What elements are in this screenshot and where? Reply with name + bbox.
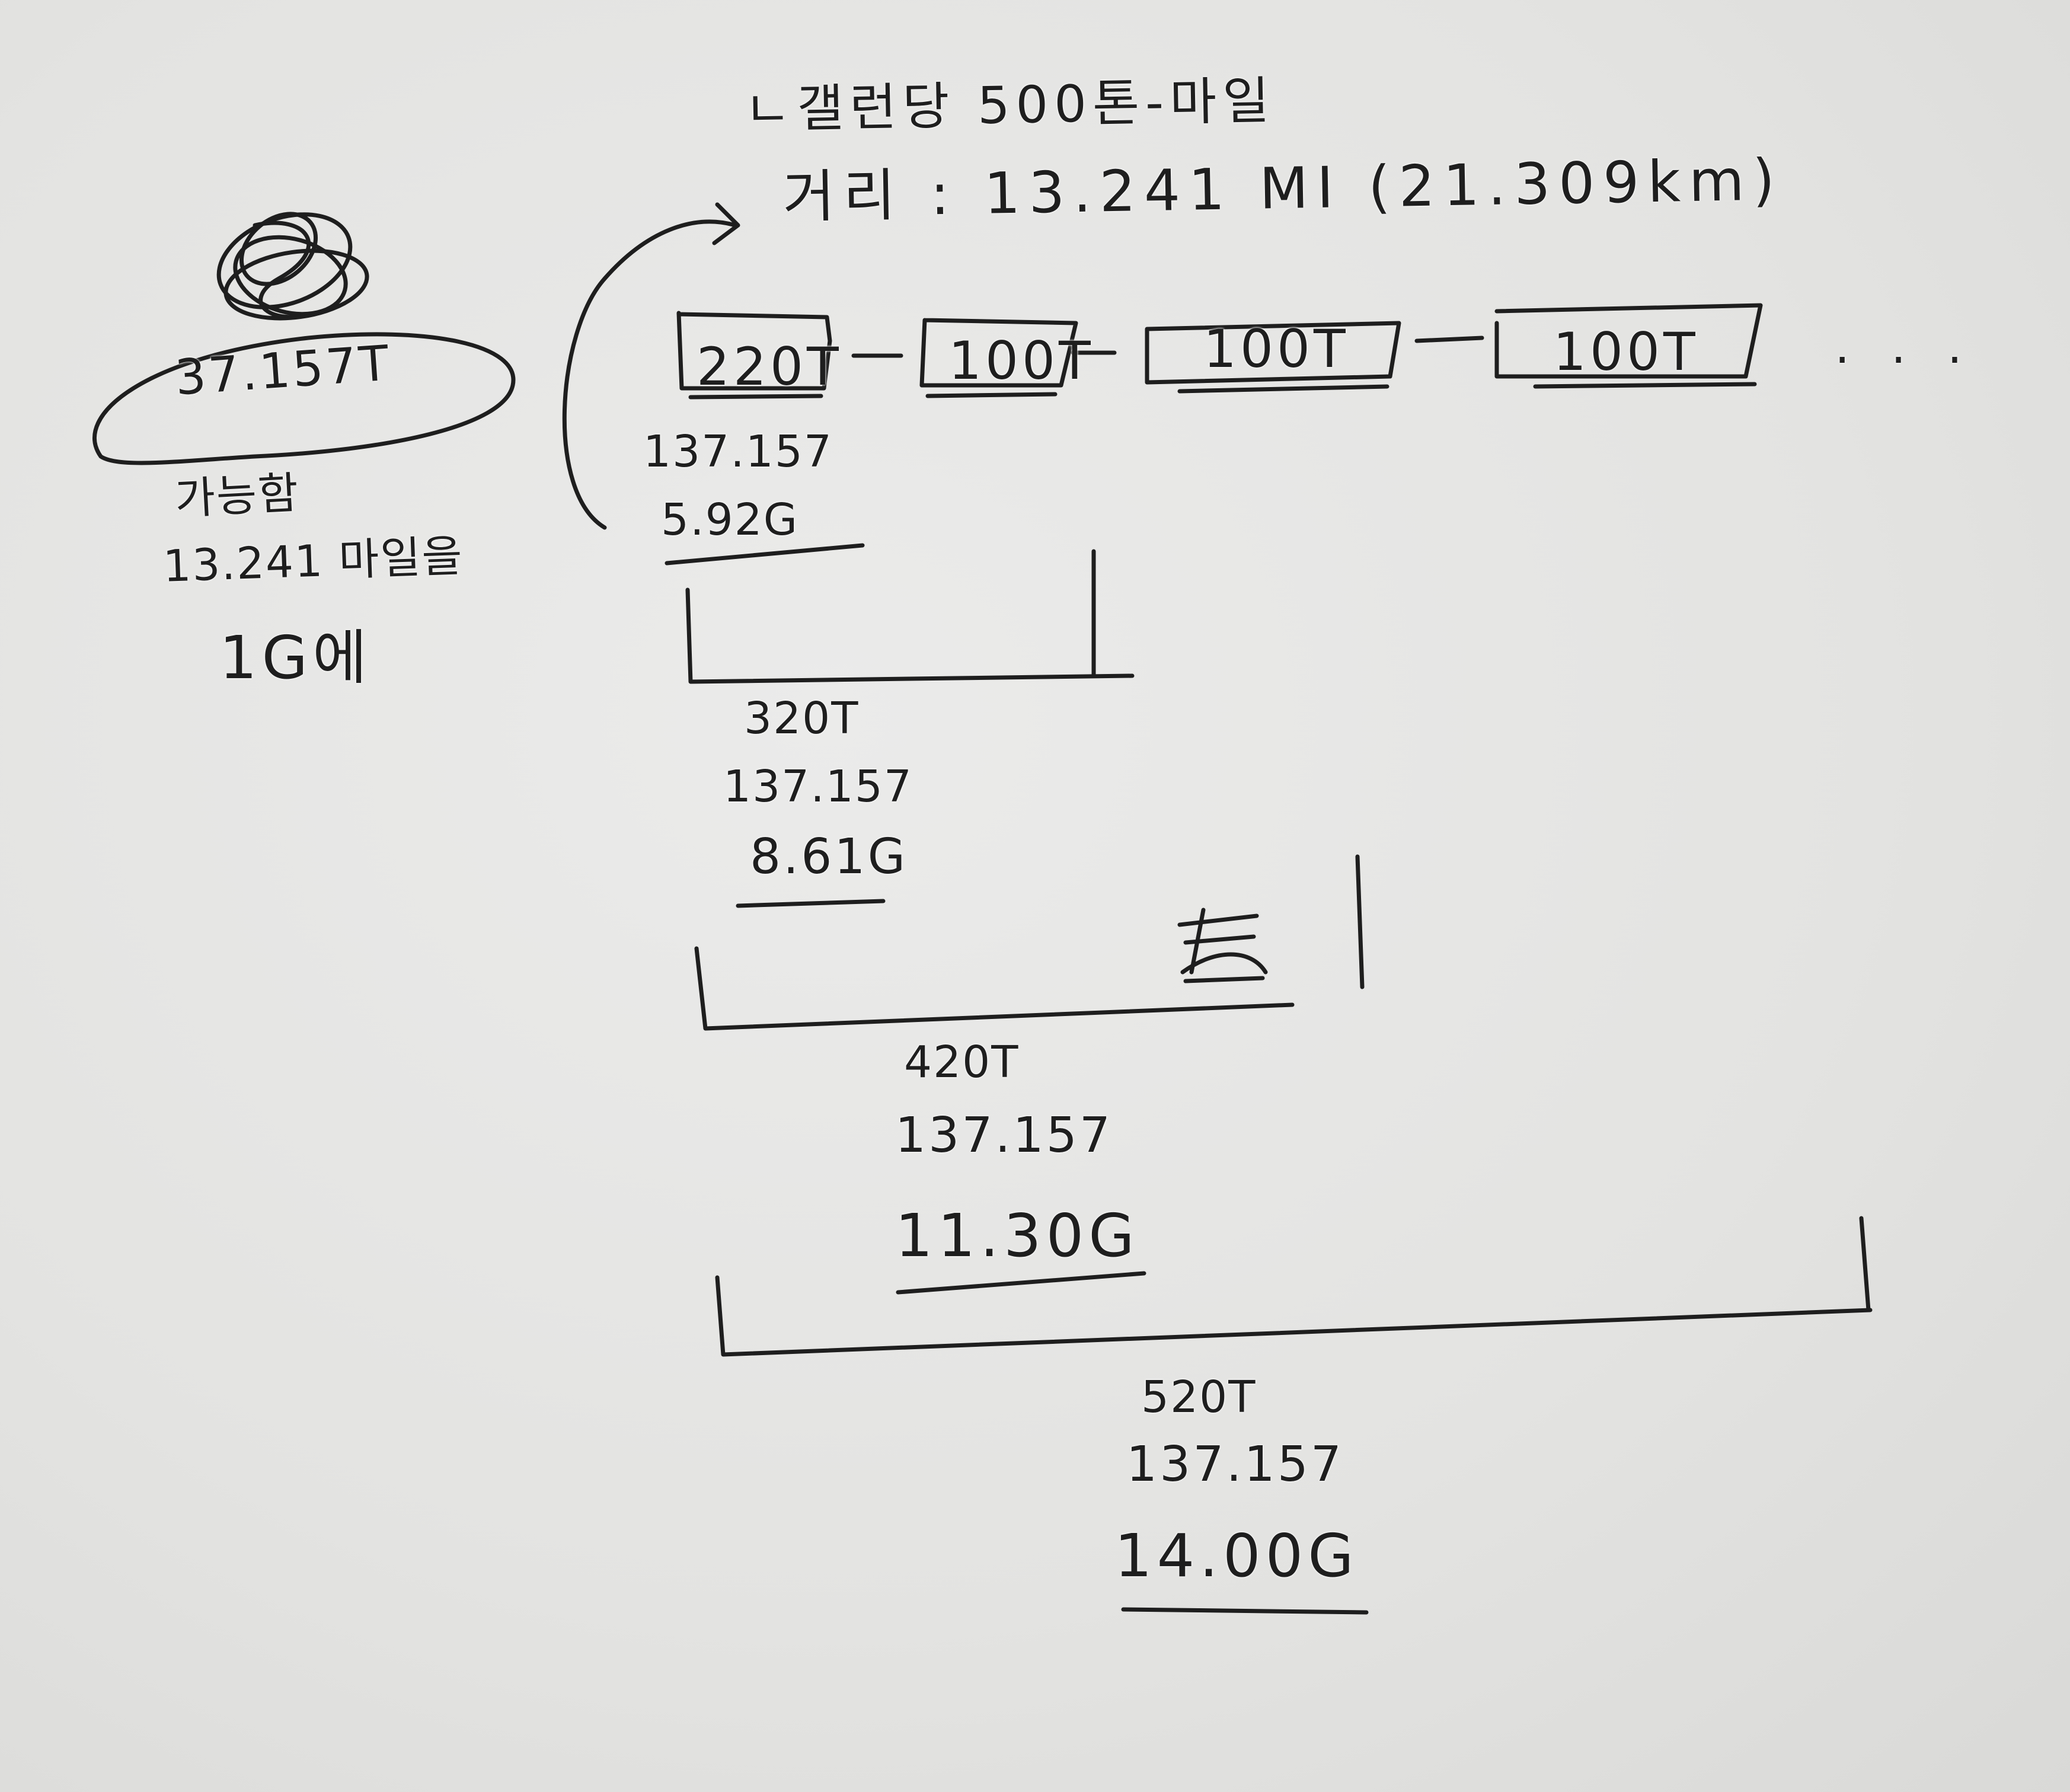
car-label: 100T	[1553, 321, 1699, 382]
note-distance: 13.241 마일을	[162, 531, 465, 592]
step-distance: 137.157	[643, 426, 833, 477]
step-gallons: 8.61G	[750, 829, 908, 885]
step-gallons: 11.30G	[895, 1201, 1139, 1270]
arrow-head-icon	[712, 202, 740, 245]
note-possible: 가능함	[173, 467, 301, 525]
ellipsis: . . .	[1835, 319, 1976, 374]
car-label: 100T	[948, 330, 1094, 391]
step-distance: 137.157	[723, 761, 913, 812]
header-distance: 거리 : 13.241 MI (21.309km)	[782, 146, 1784, 231]
step-tons: 520T	[1141, 1372, 1257, 1423]
total-tonnage: 37.157T	[173, 335, 393, 407]
header-rate: ㄴ갤런당 500톤-마일	[743, 71, 1276, 140]
step-tons: 420T	[904, 1037, 1020, 1088]
curved-arrow	[562, 219, 737, 530]
step-distance: 137.157	[1126, 1436, 1344, 1493]
step-gallons: 5.92G	[661, 494, 799, 545]
car-label: 100T	[1203, 318, 1349, 379]
step-gallons: 14.00G	[1114, 1521, 1359, 1590]
scribble-icon	[216, 212, 369, 321]
step-tons: 320T	[744, 693, 860, 744]
crossed-out-mark	[1177, 908, 1268, 983]
step-distance: 137.157	[895, 1107, 1113, 1164]
car-label: 220T	[697, 336, 842, 397]
car-boxes	[676, 303, 1763, 400]
total-oval	[92, 332, 516, 465]
note-per-gallon: 1G에	[219, 623, 372, 692]
